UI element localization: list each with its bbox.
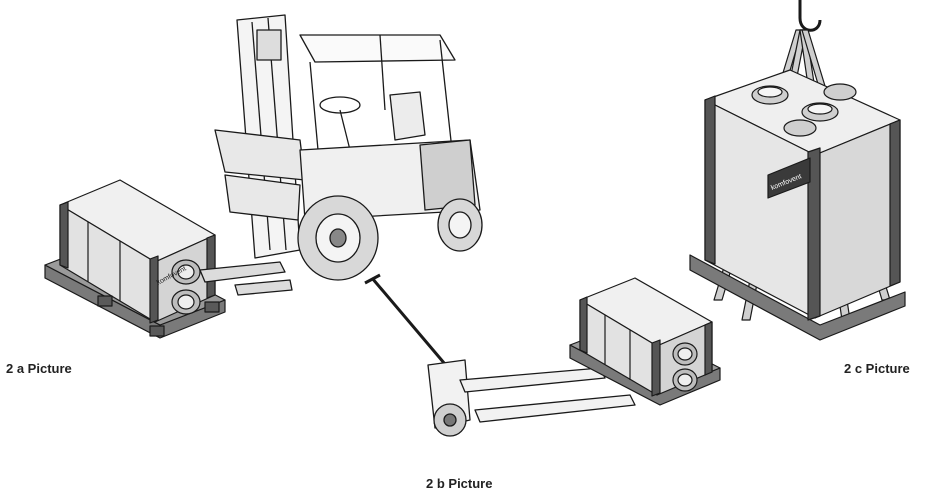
caption-2b: 2 b Picture <box>426 476 493 491</box>
crane-lifted-unit <box>689 0 906 341</box>
unit-on-pallet-b <box>569 277 721 406</box>
caption-2c: 2 c Picture <box>844 361 910 376</box>
caption-2a: 2 a Picture <box>6 361 72 376</box>
pallet-jack <box>364 273 636 437</box>
forklift <box>199 14 483 296</box>
unit-on-pallet-a <box>44 179 226 339</box>
